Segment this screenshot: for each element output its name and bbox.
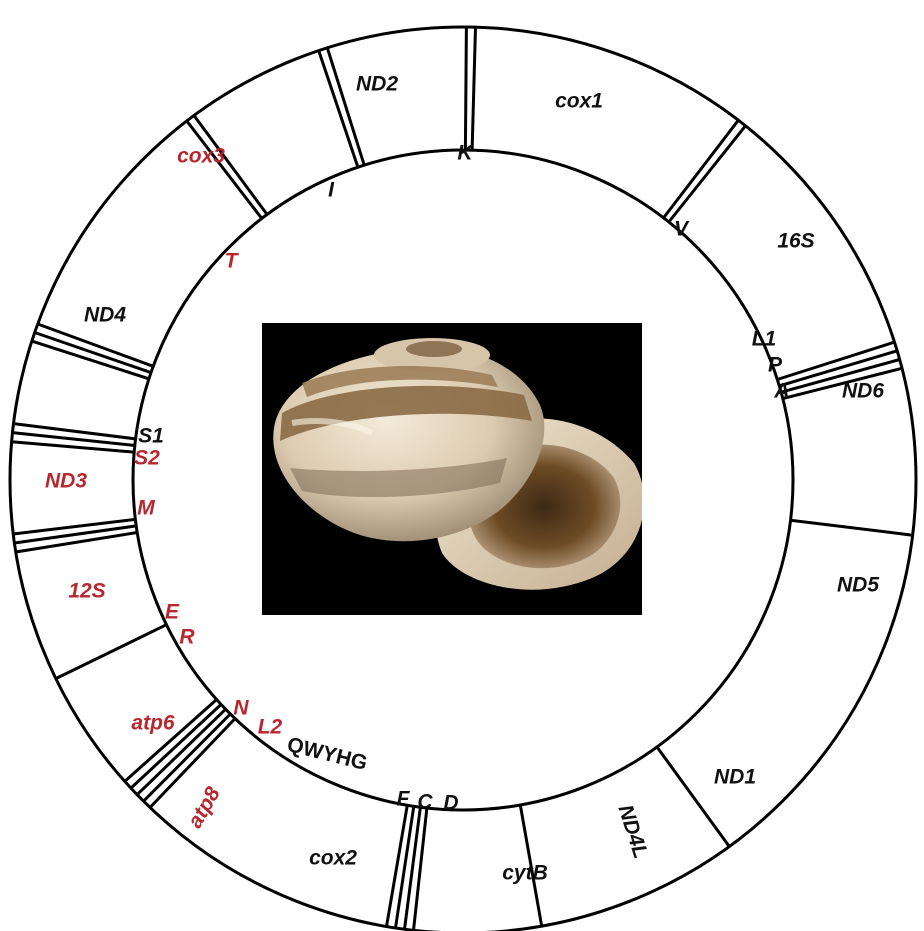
trna-label-m: M — [137, 497, 155, 520]
trna-label-qwyhg: QWYHG — [285, 733, 370, 775]
gene-label-atp8: atp8 — [183, 783, 225, 832]
gene-boundary-line — [14, 424, 136, 439]
gene-label-nd2: ND2 — [356, 73, 398, 96]
gene-boundary-line — [13, 519, 135, 534]
gene-boundary-line — [35, 333, 151, 373]
trna-label-d: D — [443, 792, 458, 815]
trna-label-s2: S2 — [134, 447, 160, 470]
gene-boundary-line — [791, 520, 913, 535]
gene-boundary-line — [405, 807, 421, 929]
gene-label-12s: 12S — [68, 580, 105, 603]
snail-shell-photo — [262, 323, 642, 615]
gene-label-cox1: cox1 — [555, 90, 603, 113]
gene-boundary-line — [187, 121, 262, 219]
trna-label-v: V — [674, 218, 690, 241]
trna-label-l2: L2 — [258, 716, 283, 739]
gene-boundary-line — [319, 51, 358, 168]
gene-boundary-line — [414, 808, 427, 930]
gene-label-atp6: atp6 — [131, 712, 175, 735]
gene-boundary-line — [38, 324, 154, 366]
trna-label-l1: L1 — [752, 328, 777, 351]
trna-label-p: P — [768, 354, 783, 377]
trna-label-s1: S1 — [138, 425, 164, 448]
trna-label-n: N — [233, 697, 249, 720]
gene-label-nd3: ND3 — [45, 470, 87, 493]
gene-boundary-line — [327, 48, 364, 165]
gene-label-nd5: ND5 — [837, 574, 879, 597]
trna-label-k: K — [457, 142, 474, 165]
gene-boundary-line — [32, 341, 149, 379]
gene-boundary-line — [472, 27, 475, 150]
trna-label-a: A — [773, 380, 789, 403]
gene-boundary-line — [465, 27, 466, 150]
trna-label-c: C — [417, 791, 433, 814]
gene-boundary-line — [664, 120, 739, 218]
gene-boundary-line — [669, 126, 746, 222]
gene-boundary-line — [56, 625, 167, 679]
trna-label-i: I — [328, 179, 335, 202]
gene-label-cox2: cox2 — [309, 847, 357, 870]
gene-label-cytb: cytB — [502, 862, 548, 885]
gene-label-nd6: ND6 — [842, 380, 884, 403]
gene-label-nd1: ND1 — [714, 766, 756, 789]
gene-boundary-line — [657, 747, 729, 847]
gene-label-nd4: ND4 — [84, 304, 126, 327]
trna-label-f: F — [397, 788, 411, 811]
trna-label-r: R — [179, 626, 195, 649]
trna-label-e: E — [165, 601, 180, 624]
gene-label-16s: 16S — [777, 230, 814, 253]
gene-label-nd4l: ND4L — [613, 802, 652, 861]
gene-label-cox3: cox3 — [177, 145, 225, 168]
trna-label-t: T — [225, 250, 240, 273]
